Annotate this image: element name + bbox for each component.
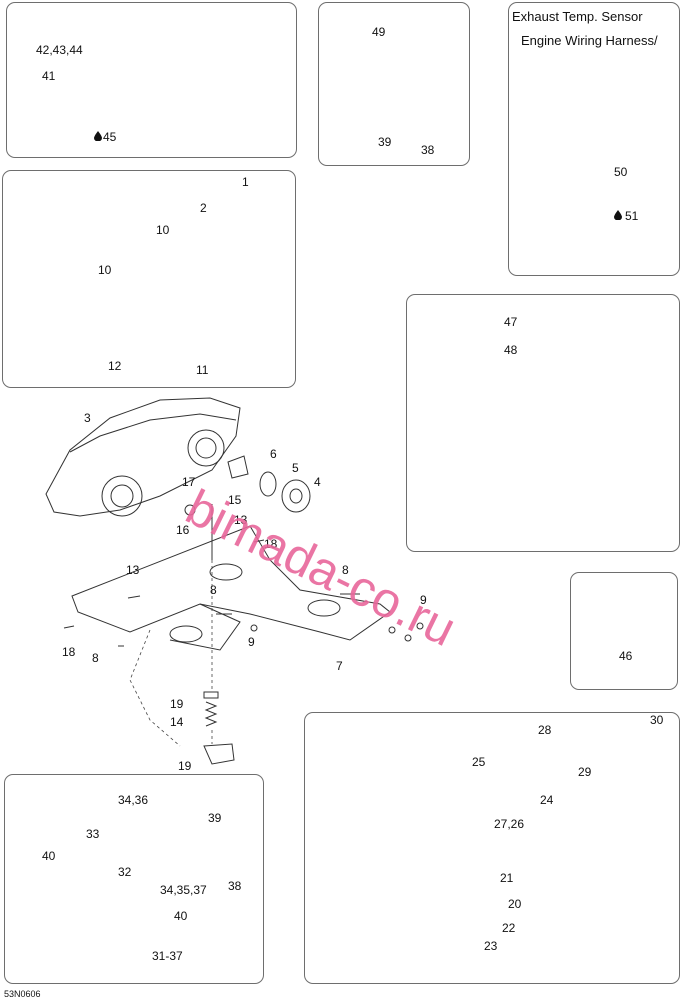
callout-13-lower: 13 <box>126 563 140 577</box>
callout-33: 33 <box>86 827 100 841</box>
callout-38-top: 38 <box>421 143 435 157</box>
callout-45: 45 <box>103 130 117 144</box>
callout-29: 29 <box>578 765 592 779</box>
callout-6: 6 <box>270 447 277 461</box>
callout-20: 20 <box>508 897 522 911</box>
headlight-assembly-art <box>45 397 424 765</box>
callout-19-lower: 19 <box>178 759 192 773</box>
callout-17: 17 <box>182 475 196 489</box>
callout-14: 14 <box>170 715 184 729</box>
callout-38-bottom: 38 <box>228 879 242 893</box>
callout-49: 49 <box>372 25 386 39</box>
panel-gauge-parts <box>2 170 296 388</box>
callout-13-upper: 13 <box>234 513 248 527</box>
callout-23: 23 <box>484 939 498 953</box>
callout-18-upper: 18 <box>264 537 278 551</box>
callout-8-center: 8 <box>210 583 217 597</box>
callout-25: 25 <box>472 755 486 769</box>
panel-oil-tank <box>406 294 680 552</box>
callout-39-top: 39 <box>378 135 392 149</box>
callout-19-upper: 19 <box>170 697 184 711</box>
callout-1: 1 <box>242 175 249 189</box>
callout-7: 7 <box>336 659 343 673</box>
callout-51: 51 <box>625 209 639 223</box>
callout-40-left: 40 <box>42 849 56 863</box>
callout-16: 16 <box>176 523 190 537</box>
callout-46: 46 <box>619 649 633 663</box>
panel-starter-switch <box>304 712 680 984</box>
callout-11: 11 <box>196 363 209 377</box>
oil-drop-icon <box>94 131 102 141</box>
callout-30: 30 <box>650 713 664 727</box>
diagram-code: 53N0606 <box>4 989 41 999</box>
callout-5: 5 <box>292 461 299 475</box>
callout-9-center: 9 <box>248 635 255 649</box>
callout-39-bottom: 39 <box>208 811 222 825</box>
callout-34-36: 34,36 <box>118 793 149 807</box>
callout-2: 2 <box>200 201 207 215</box>
callout-28: 28 <box>538 723 552 737</box>
callout-8-right: 8 <box>342 563 349 577</box>
callout-24: 24 <box>540 793 554 807</box>
callout-27-26: 27,26 <box>494 817 525 831</box>
callout-34-35-37: 34,35,37 <box>160 883 207 897</box>
callout-47: 47 <box>504 315 518 329</box>
callout-10-upper: 10 <box>156 223 170 237</box>
panel-connector-bracket <box>318 2 470 166</box>
callout-12: 12 <box>108 359 122 373</box>
callout-9-right: 9 <box>420 593 427 607</box>
wiring-harness-header: Engine Wiring Harness/ <box>521 33 658 48</box>
callout-48: 48 <box>504 343 518 357</box>
exhaust-sensor-header: Exhaust Temp. Sensor <box>512 9 643 24</box>
callout-32: 32 <box>118 865 132 879</box>
panel-regulator <box>4 774 264 984</box>
callout-18-lower: 18 <box>62 645 76 659</box>
callout-50: 50 <box>614 165 628 179</box>
callout-3: 3 <box>84 411 91 425</box>
callout-15: 15 <box>228 493 242 507</box>
callout-8-left: 8 <box>92 651 99 665</box>
callout-42-43-44: 42,43,44 <box>36 43 83 57</box>
oil-drop-icon-sensor <box>614 210 622 220</box>
callout-4: 4 <box>314 475 321 489</box>
callout-21: 21 <box>500 871 514 885</box>
panel-engine-temp-sensor <box>6 2 297 158</box>
callout-41: 41 <box>42 69 56 83</box>
callout-22: 22 <box>502 921 516 935</box>
panel-exhaust-sensor <box>508 2 680 276</box>
panel-relay <box>570 572 678 690</box>
callout-40-right: 40 <box>174 909 188 923</box>
callout-31-37: 31-37 <box>152 949 183 963</box>
callout-10-lower: 10 <box>98 263 112 277</box>
